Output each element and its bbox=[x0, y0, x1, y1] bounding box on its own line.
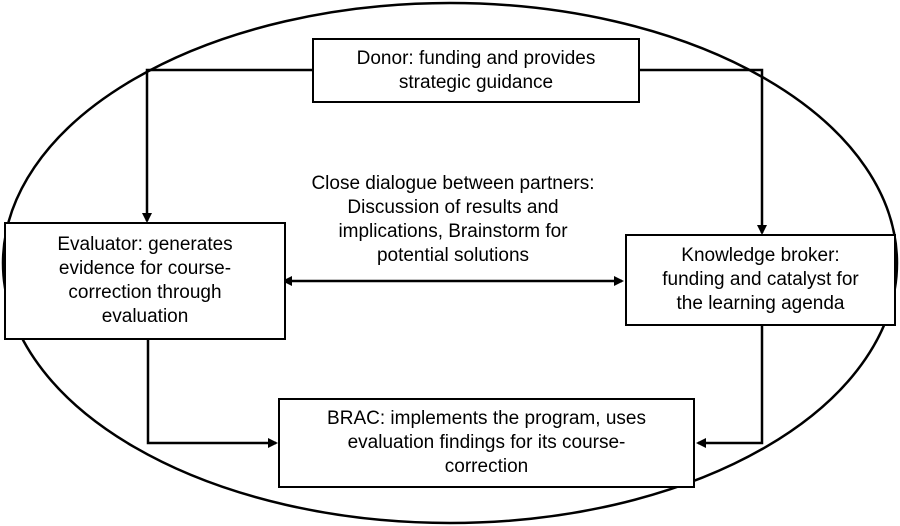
edge-donor-to-knowledge-broker bbox=[640, 68, 767, 235]
edge-evaluator-to-brac bbox=[146, 340, 278, 448]
node-knowledge-broker: Knowledge broker: funding and catalyst f… bbox=[625, 234, 896, 326]
edge-donor-to-evaluator bbox=[142, 68, 312, 223]
node-evaluator-label: Evaluator: generates evidence for course… bbox=[57, 234, 233, 327]
node-donor-label: Donor: funding and provides strategic gu… bbox=[356, 47, 596, 93]
node-donor: Donor: funding and provides strategic gu… bbox=[312, 38, 640, 103]
node-brac-label: BRAC: implements the program, uses evalu… bbox=[327, 408, 646, 477]
dialogue-description: Close dialogue between partners: Discuss… bbox=[311, 173, 595, 266]
node-knowledge-broker-label: Knowledge broker: funding and catalyst f… bbox=[662, 245, 859, 314]
edge-knowledge-broker-to-brac bbox=[696, 326, 764, 448]
node-brac: BRAC: implements the program, uses evalu… bbox=[278, 398, 695, 488]
node-evaluator: Evaluator: generates evidence for course… bbox=[4, 222, 286, 340]
